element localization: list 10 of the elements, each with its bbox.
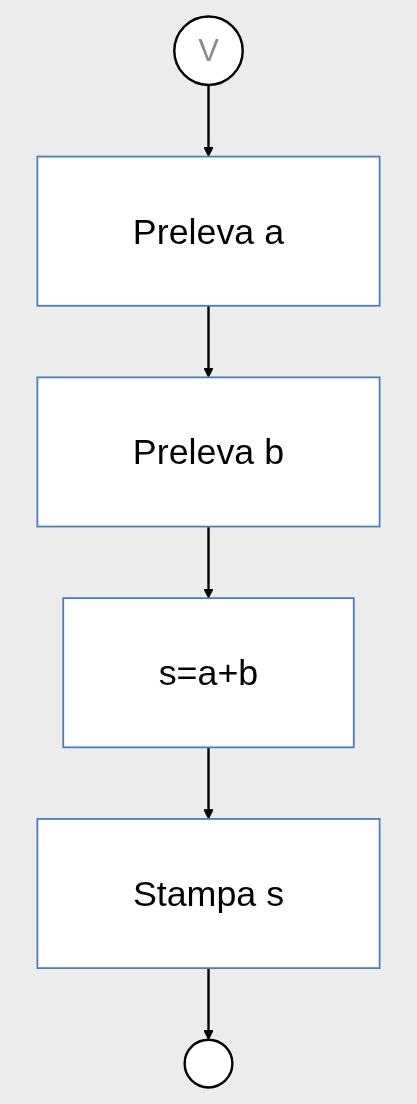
node-circle: V (173, 15, 244, 87)
arrow (203, 305, 214, 378)
node-box: Preleva a (36, 155, 381, 307)
arrow (203, 85, 214, 158)
node-box: Stampa s (36, 818, 381, 969)
node-box: Preleva b (36, 376, 381, 528)
node-box: s=a+b (62, 597, 355, 749)
arrow (203, 747, 214, 820)
arrow (203, 526, 214, 599)
node-circle (183, 1038, 234, 1089)
